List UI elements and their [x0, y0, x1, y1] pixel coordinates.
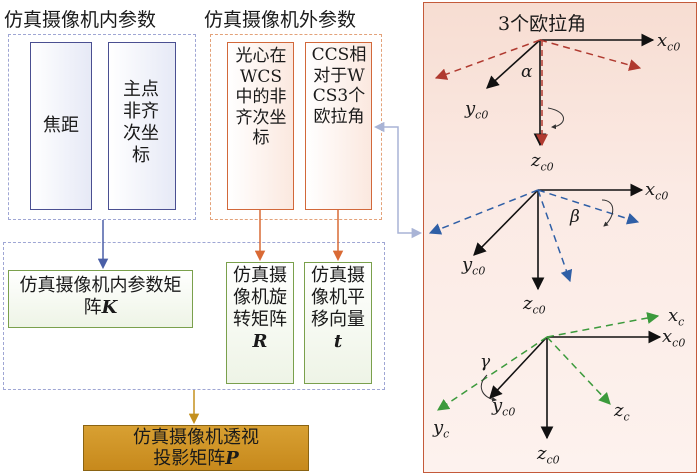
- gamma-yc-letter: y: [433, 417, 444, 438]
- focal-length-box: 焦距: [30, 42, 92, 210]
- optical-center-box: 光心在WCS中的非齐次坐标: [227, 42, 294, 210]
- beta-z-label: zc0: [523, 293, 546, 317]
- translation-vector-text: 仿真摄像机平移向量: [311, 265, 365, 330]
- beta-y-axis: [473, 189, 539, 256]
- alpha-rotation-arc: [547, 107, 564, 130]
- projection-line1: 仿真摄像机透视: [133, 427, 259, 448]
- beta-rot-x-axis: [537, 189, 640, 225]
- gamma-xc-sub: c: [678, 315, 685, 329]
- gamma-z-label: zc0: [537, 443, 560, 467]
- focal-length-label: 焦距: [43, 115, 79, 136]
- rotation-matrix-text: 仿真摄像机旋转矩阵: [233, 265, 287, 330]
- alpha-y-axis: [486, 39, 541, 89]
- gamma-rot-x-axis: [546, 312, 660, 338]
- gamma-x-sub: c0: [672, 336, 686, 350]
- intrinsic-matrix-symbol: K: [101, 297, 118, 318]
- gamma-rotation-arc: [480, 374, 497, 402]
- alpha-angle-label: α: [521, 62, 533, 82]
- gamma-zc-sub: c: [623, 410, 630, 424]
- alpha-x-letter: x: [657, 30, 668, 51]
- intrinsic-group: [8, 34, 196, 220]
- gamma-x-letter: x: [662, 326, 673, 347]
- alpha-z-letter: z: [531, 150, 541, 171]
- beta-x-sub: c0: [655, 189, 669, 203]
- alpha-rot-x-axis: [539, 39, 642, 71]
- alpha-y-label: yc0: [465, 98, 488, 122]
- projection-line2: 投影矩阵P: [84, 448, 308, 469]
- extrinsic-title: 仿真摄像机外参数: [204, 9, 357, 31]
- euler-panel-title: 3个欧拉角: [498, 13, 587, 35]
- rotation-matrix-symbol: R: [252, 331, 268, 352]
- gamma-x-label: xc0: [662, 326, 685, 350]
- beta-x-letter: x: [645, 179, 656, 200]
- gamma-yc-sub: c: [443, 427, 450, 441]
- gamma-y-letter: y: [492, 395, 503, 416]
- gamma-zc-letter: z: [614, 400, 624, 421]
- beta-x-label: xc0: [645, 179, 668, 203]
- beta-z-sub: c0: [532, 303, 546, 317]
- projection-matrix-box: 仿真摄像机透视 投影矩阵P: [83, 425, 309, 471]
- principal-point-box: 主点非齐次坐标: [108, 42, 176, 210]
- intrinsic-matrix-box: 仿真摄像机内参数矩阵K: [8, 270, 193, 328]
- euler-angles-box: CCS相对于WCS3个欧拉角: [305, 42, 372, 210]
- alpha-z-label: zc0: [531, 150, 554, 174]
- beta-angle-label: β: [570, 207, 580, 227]
- gamma-z-sub: c0: [546, 453, 560, 467]
- intrinsic-matrix-label: 仿真摄像机内参数矩阵K: [13, 275, 188, 319]
- optical-center-label: 光心在WCS中的非齐次坐标: [235, 46, 287, 148]
- beta-rot-y-axis: [428, 189, 539, 235]
- beta-z-letter: z: [523, 293, 533, 314]
- translation-vector-box: 仿真摄像机平移向量t: [304, 262, 372, 384]
- gamma-angle-label: γ: [480, 352, 491, 372]
- gamma-xc-letter: x: [668, 305, 679, 326]
- translation-vector-label: 仿真摄像机平移向量t: [309, 265, 367, 353]
- rotation-matrix-label: 仿真摄像机旋转矩阵R: [231, 265, 289, 353]
- gamma-z-letter: z: [537, 443, 547, 464]
- gamma-y-sub: c0: [502, 405, 516, 419]
- alpha-z-sub: c0: [540, 160, 554, 174]
- beta-y-letter: y: [462, 254, 473, 275]
- alpha-x-sub: c0: [667, 40, 681, 54]
- translation-vector-symbol: t: [333, 331, 343, 352]
- alpha-x-label: xc0: [657, 30, 680, 54]
- gamma-yc-label: yc: [433, 417, 449, 441]
- intrinsic-matrix-text: 仿真摄像机内参数矩阵: [19, 275, 182, 318]
- gamma-zc-label: zc: [614, 400, 630, 424]
- beta-rot-z-axis: [537, 189, 573, 283]
- beta-y-label: yc0: [462, 254, 485, 278]
- alpha-y-letter: y: [465, 98, 476, 119]
- rotation-matrix-box: 仿真摄像机旋转矩阵R: [226, 262, 294, 384]
- principal-point-label: 主点非齐次坐标: [123, 79, 159, 166]
- intrinsic-title: 仿真摄像机内参数: [4, 9, 157, 31]
- gamma-y-axis: [489, 336, 548, 399]
- gamma-rot-y-axis: [437, 336, 548, 411]
- panel-link-arrow: [373, 121, 423, 239]
- projection-line2-text: 投影矩阵: [153, 448, 226, 469]
- alpha-rot-y-axis: [434, 39, 541, 80]
- gamma-rot-z-axis: [546, 336, 611, 405]
- euler-angles-label: CCS相对于WCS3个欧拉角: [311, 45, 367, 127]
- gamma-xc-label: xc: [668, 305, 684, 329]
- euler-panel: [423, 2, 697, 473]
- projection-symbol: P: [225, 448, 239, 469]
- matrices-group: [3, 242, 385, 390]
- gamma-y-label: yc0: [492, 395, 515, 419]
- alpha-y-sub: c0: [475, 108, 489, 122]
- beta-y-sub: c0: [472, 264, 486, 278]
- beta-rotation-arc: [601, 199, 614, 227]
